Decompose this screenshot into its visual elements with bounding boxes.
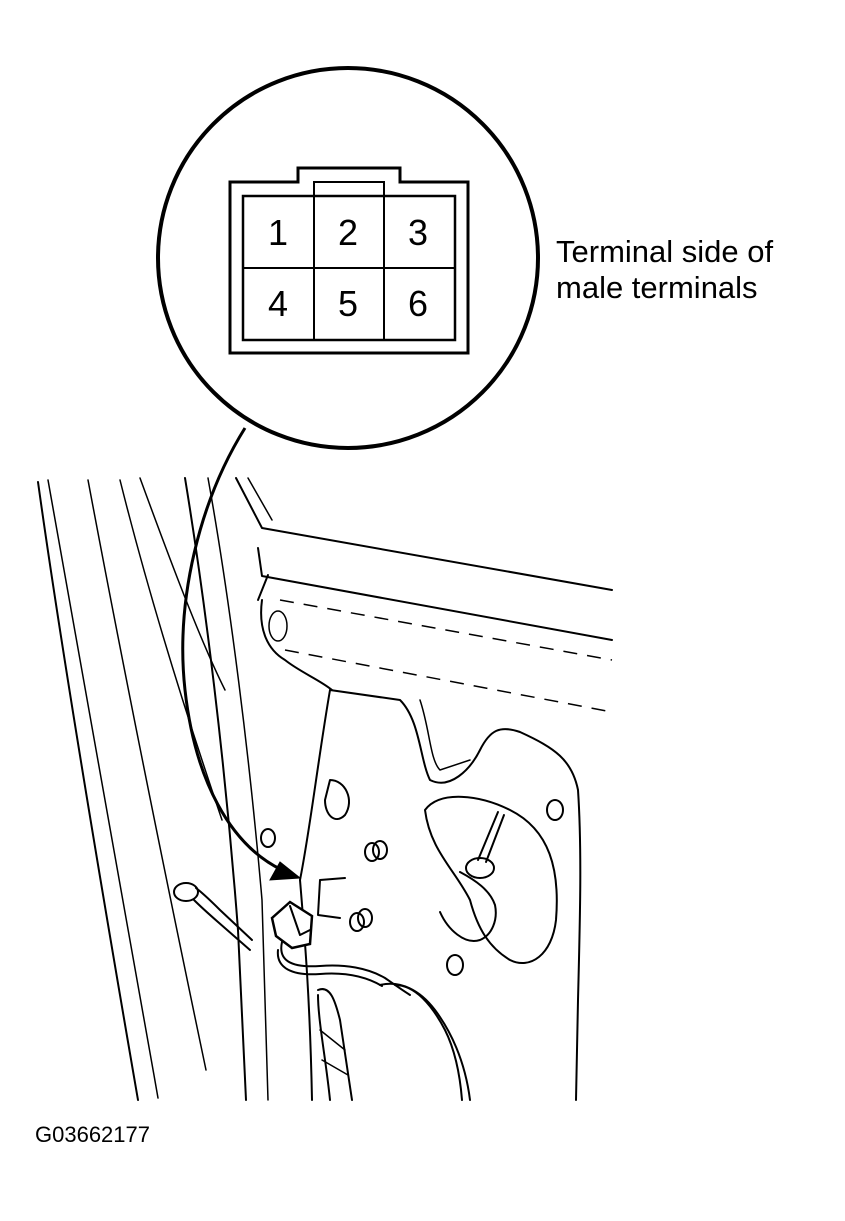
terminal-4: 4 bbox=[268, 283, 288, 324]
terminal-side-callout: Terminal side of male terminals bbox=[556, 234, 836, 306]
terminal-1: 1 bbox=[268, 212, 288, 253]
terminal-number: 2 bbox=[338, 212, 358, 253]
figure-id: G03662177 bbox=[35, 1122, 150, 1147]
terminal-2: 2 bbox=[338, 212, 358, 253]
door-connector bbox=[270, 900, 411, 996]
terminal-number: 3 bbox=[408, 212, 428, 253]
inner-door-panel bbox=[260, 599, 613, 1101]
terminal-5: 5 bbox=[338, 283, 358, 324]
lock-rod bbox=[173, 882, 253, 951]
callout-line-2: male terminals bbox=[556, 270, 758, 305]
terminal-3: 3 bbox=[408, 212, 428, 253]
terminal-number: 5 bbox=[338, 283, 358, 324]
terminal-number: 4 bbox=[268, 283, 288, 324]
terminal-6: 6 bbox=[408, 283, 428, 324]
connector-housing bbox=[228, 166, 470, 355]
leader-arrow bbox=[181, 427, 302, 881]
terminal-number: 1 bbox=[268, 212, 288, 253]
callout-line-1: Terminal side of bbox=[556, 234, 774, 269]
door-pillar bbox=[37, 477, 613, 1101]
window-regulator bbox=[317, 811, 505, 1101]
terminal-number: 6 bbox=[408, 283, 428, 324]
